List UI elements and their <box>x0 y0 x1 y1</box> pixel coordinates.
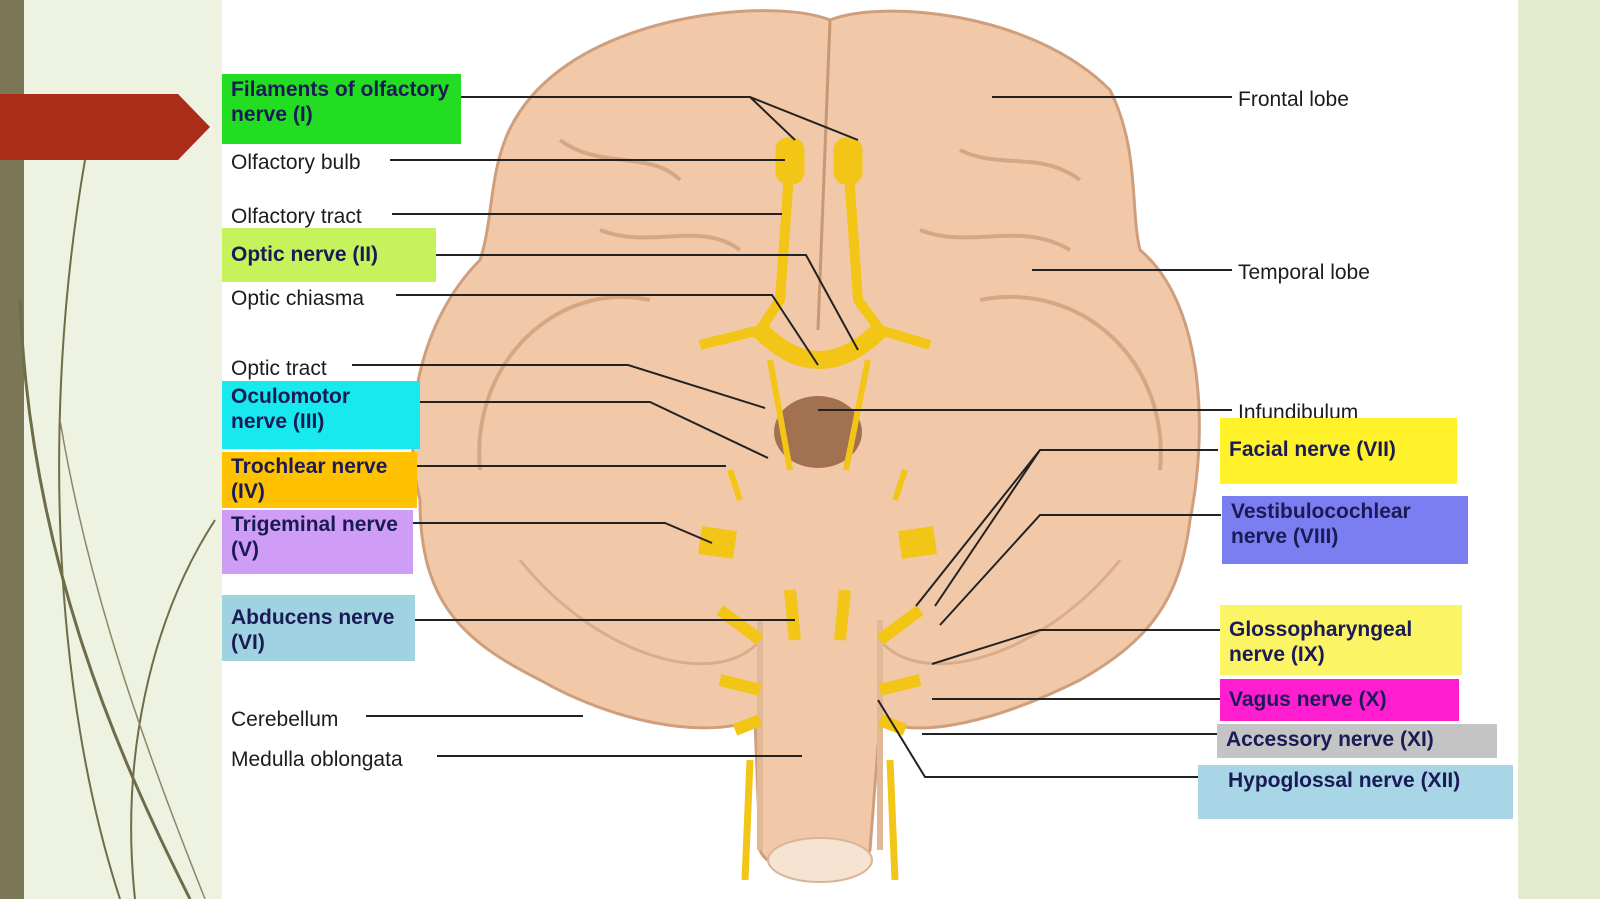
label-glossopharyngeal-nerve: Glossopharyngeal nerve (IX) <box>1220 605 1462 675</box>
label-oculomotor-nerve: Oculomotor nerve (III) <box>222 381 420 449</box>
label-vestibulocochlear-nerve: Vestibulocochlear nerve (VIII) <box>1222 496 1468 564</box>
label-olfactory-tract: Olfactory tract <box>231 205 362 228</box>
label-accessory-nerve: Accessory nerve (XI) <box>1217 724 1497 758</box>
decorative-swoosh <box>18 159 216 899</box>
label-frontal-lobe: Frontal lobe <box>1238 88 1349 111</box>
label-optic-nerve: Optic nerve (II) <box>222 228 436 282</box>
label-optic-tract: Optic tract <box>231 357 327 380</box>
label-hypoglossal-nerve: Hypoglossal nerve (XII) <box>1198 765 1513 819</box>
label-vagus-nerve: Vagus nerve (X) <box>1220 679 1459 721</box>
label-cerebellum: Cerebellum <box>231 708 339 731</box>
brain-outline <box>411 9 1201 883</box>
label-trigeminal-nerve: Trigeminal nerve (V) <box>222 510 413 574</box>
label-abducens-nerve: Abducens nerve (VI) <box>222 595 415 661</box>
label-medulla-oblongata: Medulla oblongata <box>231 748 403 771</box>
pointer-arrow <box>0 94 210 160</box>
leader-lines <box>346 96 1232 778</box>
label-olfactory-bulb: Olfactory bulb <box>231 151 361 174</box>
label-olfactory-nerve: Filaments of olfactory nerve (I) <box>222 74 461 144</box>
label-temporal-lobe: Temporal lobe <box>1238 261 1370 284</box>
label-trochlear-nerve: Trochlear nerve (IV) <box>222 452 417 508</box>
label-optic-chiasma: Optic chiasma <box>231 287 365 310</box>
right-decor-band <box>1518 0 1600 899</box>
label-facial-nerve: Facial nerve (VII) <box>1220 418 1457 484</box>
